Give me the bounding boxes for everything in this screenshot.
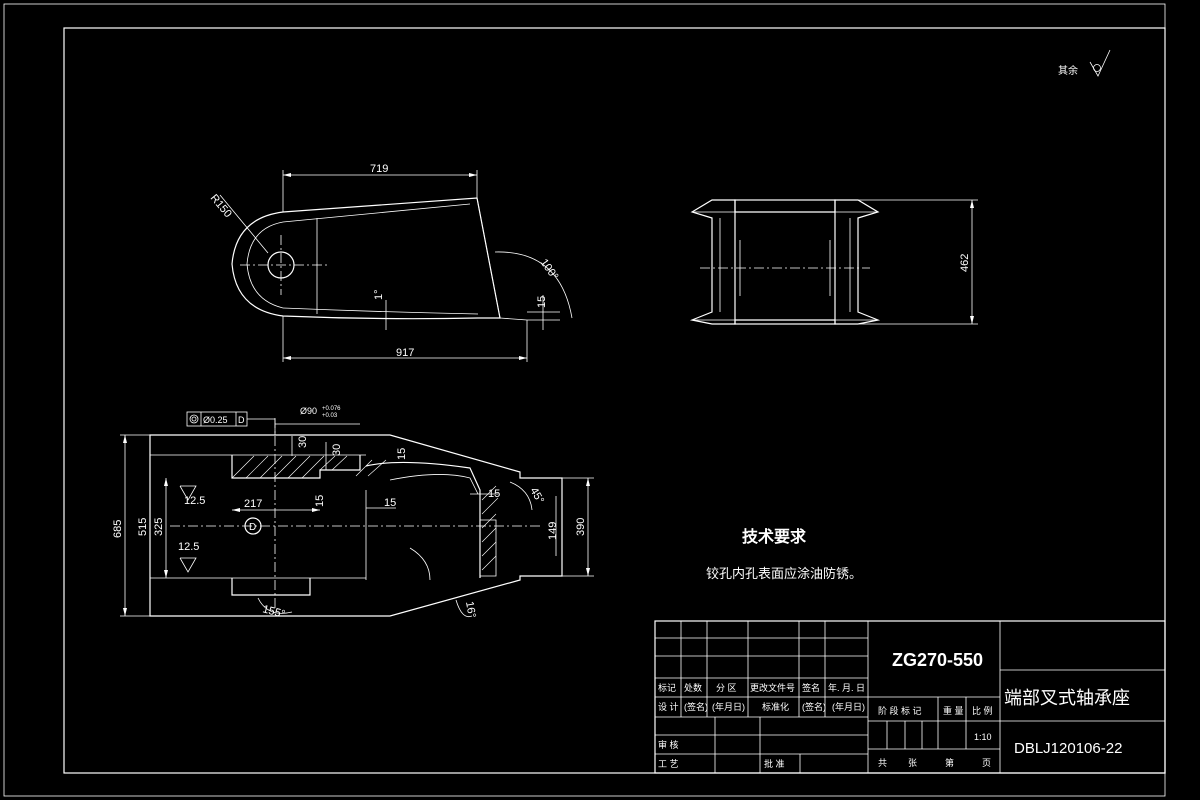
tb-part-name: 端部叉式轴承座 (1004, 688, 1130, 708)
tb-review: 审 核 (658, 739, 679, 750)
dim-15-top: 15 (536, 296, 548, 308)
tb-date: 年. 月. 日 (828, 682, 865, 693)
dim-325: 325 (153, 518, 165, 536)
tech-req-title: 技术要求 (742, 527, 807, 546)
dim-angle-16: 16° (463, 600, 478, 618)
tb-zone: 分 区 (716, 683, 737, 693)
roughness-1: 12.5 (184, 495, 205, 507)
dim-685: 685 (112, 520, 124, 538)
tol-frame-datum: D (238, 415, 245, 425)
tb-page: 页 (982, 758, 991, 768)
tb-drawing-no: DBLJ120106-22 (1014, 740, 1122, 757)
tb-sheet-no: 第 (945, 757, 954, 768)
title-block: 标记 处数 分 区 更改文件号 签名 年. 月. 日 设 计 (签名) (年月日… (654, 620, 1166, 774)
roughness-note: 其余 (1058, 64, 1078, 77)
roughness-symbol-icon (1089, 49, 1111, 77)
hole-tol-upper: +0.076 (322, 406, 341, 412)
tb-sheets: 张 (908, 758, 917, 768)
tb-date-paren2: (年月日) (832, 701, 865, 712)
tol-frame-value: Ø0.25 (203, 415, 228, 425)
tb-sign-paren: (签名) (684, 701, 708, 712)
hole-tol-lower: +0.03 (322, 413, 338, 419)
dim-390: 390 (575, 518, 587, 536)
dim-15d: 15 (488, 488, 500, 500)
dim-149: 149 (547, 522, 559, 540)
tb-sign: 签名 (802, 682, 820, 693)
tb-total: 共 (878, 758, 887, 768)
tb-ratio: 比 例 (972, 705, 993, 716)
tb-count: 处数 (684, 682, 702, 693)
dim-r150: R150 (208, 192, 234, 220)
tech-req-line1: 铰孔内孔表面应涂油防锈。 (706, 566, 862, 581)
tb-process: 工 艺 (658, 759, 679, 769)
tb-approve: 批 准 (764, 758, 785, 769)
outer-frame (3, 3, 1166, 797)
tb-date-paren: (年月日) (712, 701, 745, 712)
datum-circle (244, 517, 262, 535)
tb-mark: 标记 (658, 682, 676, 693)
hole-dia: Ø90 (300, 406, 317, 416)
datum-label: D (249, 522, 256, 533)
tb-design: 设 计 (658, 701, 679, 712)
tb-weight: 重 量 (943, 705, 964, 716)
tb-sign-paren2: (签名) (802, 701, 826, 712)
dim-719: 719 (370, 163, 388, 175)
dim-angle-155: 155° (261, 603, 286, 620)
dim-15b: 15 (384, 497, 396, 509)
tb-change-doc: 更改文件号 (750, 682, 795, 693)
dim-515: 515 (137, 518, 149, 536)
side-view: 462 (689, 199, 978, 325)
dim-30b: 30 (331, 444, 343, 456)
inner-frame (63, 27, 1166, 774)
tb-stage-mark: 阶 段 标 记 (878, 705, 922, 716)
roughness-2: 12.5 (178, 541, 199, 553)
dim-15c: 15 (396, 448, 408, 460)
dim-angle-1: 1° (373, 289, 385, 300)
dim-217: 217 (244, 498, 262, 510)
section-view: D Ø0.25 D Ø90 +0.076 +0.03 685 515 325 1… (112, 406, 594, 621)
top-view: 719 917 R150 100° 1° 15 (208, 163, 573, 362)
tb-material: ZG270-550 (892, 650, 983, 670)
dim-30a: 30 (297, 436, 309, 448)
dim-462: 462 (959, 254, 971, 272)
tb-standard: 标准化 (762, 701, 789, 712)
tb-scale: 1:10 (974, 732, 992, 742)
dim-917: 917 (396, 347, 414, 359)
dim-15a: 15 (314, 495, 326, 507)
